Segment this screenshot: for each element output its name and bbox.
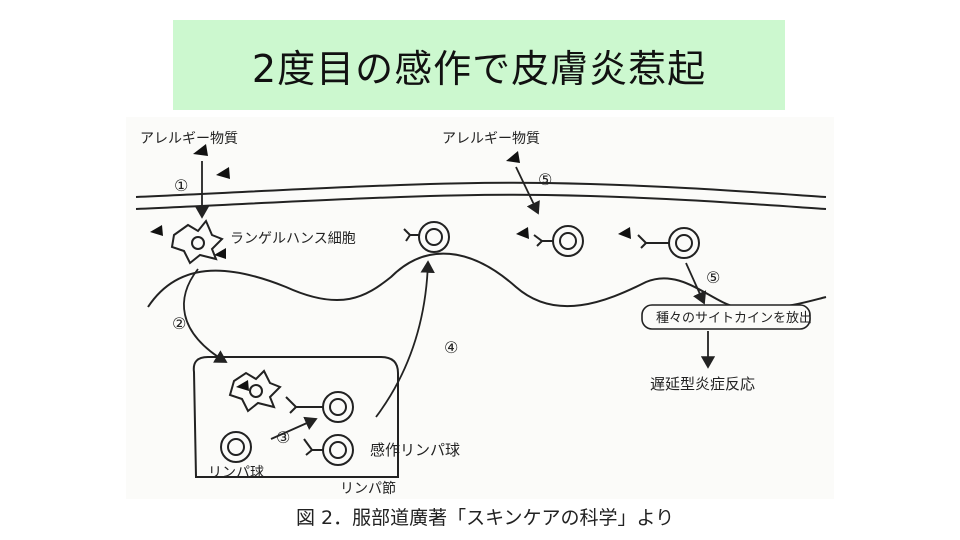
figure-caption: 図 2．服部道廣著「スキンケアの科学」より	[296, 507, 675, 529]
title-banner: 2度目の感作で皮膚炎惹起	[173, 20, 785, 110]
step-5a-label: ⑤	[538, 170, 552, 189]
allergen-triangle-icon	[216, 167, 230, 179]
lymphocyte-cell-icon	[220, 431, 252, 463]
lymphocyte-cell-icon	[533, 225, 584, 257]
arrow-step5-entry	[515, 166, 540, 215]
diagram-figure: アレルギー物質 アレルギー物質 ランゲルハンス細胞 種々のサイトカインを放出 遅…	[126, 117, 834, 499]
step-3-label: ③	[276, 428, 290, 447]
slide-title: 2度目の感作で皮膚炎惹起	[251, 46, 707, 91]
langerhans-cell-icon	[228, 369, 282, 413]
lymphocyte-cell-icon	[637, 227, 700, 259]
allergen-triangle-icon	[193, 144, 208, 156]
cytokine-box	[641, 304, 811, 330]
allergen-triangle-icon	[150, 225, 163, 236]
allergen-label-right: アレルギー物質	[442, 131, 540, 147]
langerhans-nucleus-icon	[191, 236, 205, 250]
lymphocyte-cell-icon	[403, 221, 450, 253]
delayed-reaction-label: 遅延型炎症反応	[650, 375, 755, 393]
lymphocyte-cell-icon	[303, 434, 354, 466]
lymphocyte-cell-icon	[285, 391, 354, 423]
cytokine-label: 種々のサイトカインを放出	[656, 310, 812, 326]
arrow-step5-cytokine	[685, 262, 707, 305]
sensitized-lymph-label: 感作リンパ球	[370, 441, 460, 459]
arrow-step4	[375, 260, 435, 418]
lymphocyte-label: リンパ球	[208, 465, 264, 481]
allergen-triangle-icon	[214, 248, 226, 259]
allergen-triangle-icon	[618, 227, 631, 239]
skin-surface-line-top	[135, 181, 827, 198]
step-2-label: ②	[172, 314, 186, 333]
skin-surface-line-bottom	[135, 193, 827, 210]
step-5b-label: ⑤	[706, 268, 720, 287]
allergen-label-left: アレルギー物質	[140, 131, 238, 147]
langerhans-cell-icon	[170, 219, 224, 265]
allergen-triangle-icon	[236, 380, 249, 391]
allergen-triangle-icon	[516, 227, 529, 239]
langerhans-nucleus-icon	[249, 384, 263, 398]
step-4-label: ④	[444, 338, 458, 357]
step-1-label: ①	[174, 176, 188, 195]
dermis-wave-line	[147, 252, 827, 310]
lymph-node-label: リンパ節	[340, 480, 396, 497]
lymph-node-box	[192, 356, 399, 478]
allergen-triangle-icon	[506, 151, 520, 163]
arrow-step2	[183, 268, 228, 363]
langerhans-label: ランゲルハンス細胞	[230, 231, 356, 247]
arrow-step3	[270, 416, 318, 440]
diagram-svg: アレルギー物質 アレルギー物質 ランゲルハンス細胞 種々のサイトカインを放出 遅…	[135, 131, 827, 497]
